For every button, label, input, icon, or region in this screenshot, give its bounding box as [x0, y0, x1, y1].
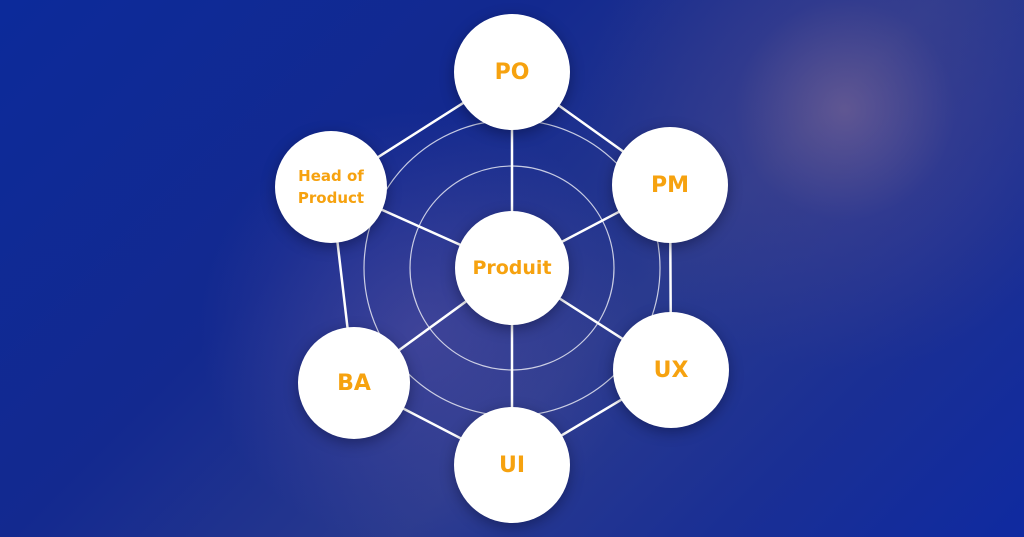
node-center-produit: Produit — [455, 211, 569, 325]
node-pm: PM — [612, 127, 728, 243]
node-ba-label: BA — [337, 370, 371, 396]
node-ux: UX — [613, 312, 729, 428]
node-center-label: Produit — [472, 257, 552, 279]
node-ux-label: UX — [653, 357, 689, 383]
node-ui: UI — [454, 407, 570, 523]
node-ba: BA — [298, 327, 410, 439]
node-po-label: PO — [494, 59, 530, 85]
node-pm-label: PM — [650, 172, 690, 198]
node-ui-label: UI — [498, 452, 526, 478]
node-po: PO — [454, 14, 570, 130]
node-head-of-product: Head of Product — [275, 131, 387, 243]
node-head-of-product-label: Head of Product — [297, 167, 365, 207]
